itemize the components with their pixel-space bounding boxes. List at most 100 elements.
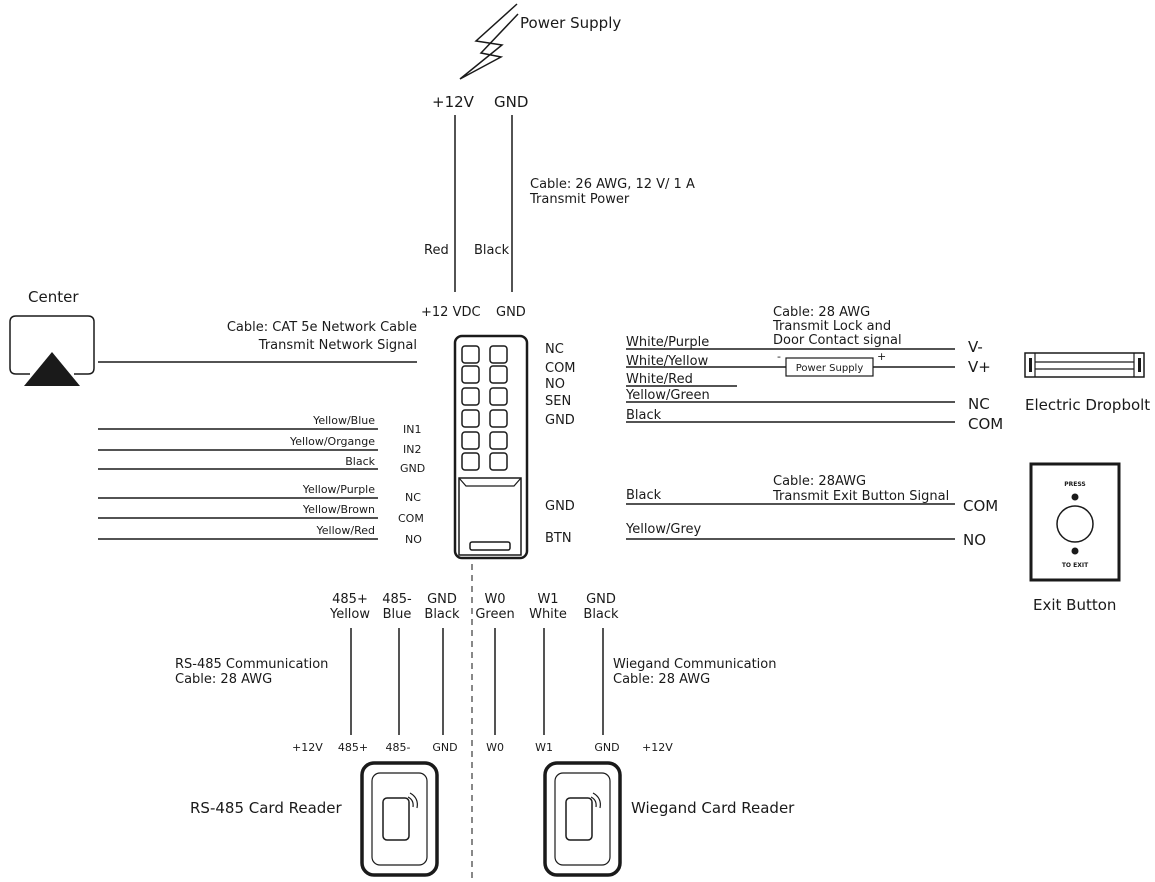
rs485-pin-gnd: GND bbox=[432, 741, 457, 754]
exit-com: COM bbox=[963, 497, 998, 515]
rs485-wire-3-top: GND bbox=[427, 592, 457, 607]
power-gnd-label: GND bbox=[494, 93, 528, 111]
lock-terminal-com: COM bbox=[545, 361, 576, 376]
vdc-label: +12 VDC bbox=[421, 305, 481, 320]
lock-power-plus: + bbox=[877, 350, 886, 363]
electric-dropbolt-icon bbox=[1024, 352, 1145, 378]
input-wire-5: Yellow/Brown bbox=[302, 503, 375, 516]
exit-wire-1: Black bbox=[626, 488, 662, 503]
exit-wire-2: Yellow/Grey bbox=[625, 522, 702, 537]
monitor-stand-icon bbox=[24, 352, 80, 386]
dropbolt-label: Electric Dropbolt bbox=[1025, 396, 1150, 414]
controller-slot bbox=[469, 541, 511, 551]
rs485-wire-2-color: Blue bbox=[383, 607, 412, 622]
wiegand-cable-label: Cable: 28 AWG bbox=[613, 672, 710, 687]
exit-press-text: PRESS bbox=[1064, 481, 1086, 488]
exit-button-label: Exit Button bbox=[1033, 596, 1116, 614]
lock-cable-purpose-2: Door Contact signal bbox=[773, 333, 902, 348]
wiegand-reader-icon bbox=[543, 761, 622, 877]
exit-to-exit-text: TO EXIT bbox=[1062, 562, 1089, 569]
input-terminal-3: GND bbox=[400, 462, 425, 475]
controller-card-bevel bbox=[458, 477, 522, 487]
input-wire-3: Black bbox=[345, 455, 375, 468]
wiegand-pin-gnd: GND bbox=[594, 741, 619, 754]
lock-wire-5: Black bbox=[626, 408, 662, 423]
lock-wire-3: White/Red bbox=[626, 372, 693, 387]
input-terminal-4: NC bbox=[405, 491, 421, 504]
lock-terminal-gnd: GND bbox=[545, 413, 575, 428]
center-cable-spec: Cable: CAT 5e Network Cable bbox=[227, 320, 417, 335]
input-terminal-1: IN1 bbox=[403, 423, 421, 436]
power-pos-label: +12V bbox=[432, 93, 475, 111]
input-terminal-6: NO bbox=[405, 533, 422, 546]
wiegand-comm-label: Wiegand Communication bbox=[613, 657, 776, 672]
rs485-wire-1-color: Yellow bbox=[329, 607, 370, 622]
lock-wire-2: White/Yellow bbox=[626, 354, 709, 369]
input-wire-4: Yellow/Purple bbox=[302, 483, 376, 496]
button-terminal-gnd: GND bbox=[545, 499, 575, 514]
lock-terminal-nc: NC bbox=[545, 342, 564, 357]
wiegand-pin-w1: W1 bbox=[535, 741, 553, 754]
lock-wire-1: White/Purple bbox=[626, 335, 709, 350]
wiegand-wire-1-color: Green bbox=[475, 607, 514, 622]
exit-button-icon: PRESS TO EXIT bbox=[1029, 462, 1121, 582]
left-io-wires bbox=[98, 428, 378, 540]
lock-v-minus: V- bbox=[968, 338, 983, 356]
exit-cable-purpose: Transmit Exit Button Signal bbox=[772, 489, 949, 504]
wiegand-wire-3-top: GND bbox=[586, 592, 616, 607]
power-red-label: Red bbox=[424, 243, 449, 258]
rs485-pin-485n: 485- bbox=[386, 741, 411, 754]
lock-v-plus: V+ bbox=[968, 358, 991, 376]
input-terminal-2: IN2 bbox=[403, 443, 421, 456]
controller-card-area bbox=[458, 477, 522, 556]
exit-no: NO bbox=[963, 531, 986, 549]
monitor-icon bbox=[9, 315, 95, 375]
wiegand-reader-label: Wiegand Card Reader bbox=[631, 799, 795, 817]
input-wire-1: Yellow/Blue bbox=[312, 414, 375, 427]
rs485-comm-label: RS-485 Communication bbox=[175, 657, 328, 672]
power-black-label: Black bbox=[474, 243, 510, 258]
lock-power-supply-box bbox=[785, 357, 874, 377]
rs485-reader-label: RS-485 Card Reader bbox=[190, 799, 343, 817]
lock-cable-spec: Cable: 28 AWG bbox=[773, 305, 870, 320]
rs485-wire-3-color: Black bbox=[424, 607, 460, 622]
lock-wire-4: Yellow/Green bbox=[625, 388, 710, 403]
lock-power-supply-label: Power Supply bbox=[796, 363, 864, 374]
access-controller bbox=[453, 334, 529, 560]
wiegand-wires bbox=[494, 628, 604, 735]
rs485-wires bbox=[350, 628, 444, 735]
power-cable-spec: Cable: 26 AWG, 12 V/ 1 A bbox=[530, 177, 695, 192]
button-terminal-btn: BTN bbox=[545, 531, 572, 546]
rs485-wire-1-top: 485+ bbox=[332, 592, 368, 607]
controller-keypad bbox=[461, 345, 508, 471]
wiegand-pin-w0: W0 bbox=[486, 741, 504, 754]
power-cable-purpose: Transmit Power bbox=[529, 192, 630, 207]
vdc-gnd-label: GND bbox=[496, 305, 526, 320]
rs485-wire-2-top: 485- bbox=[382, 592, 412, 607]
lock-wires bbox=[626, 348, 955, 423]
wiegand-wire-1-top: W0 bbox=[484, 592, 505, 607]
center-cable-purpose: Transmit Network Signal bbox=[258, 338, 417, 353]
lock-cable-purpose-1: Transmit Lock and bbox=[772, 319, 891, 334]
input-terminal-5: COM bbox=[398, 512, 424, 525]
rs485-pin-485p: 485+ bbox=[338, 741, 368, 754]
input-wire-6: Yellow/Red bbox=[316, 524, 375, 537]
input-wire-2: Yellow/Organge bbox=[289, 435, 375, 448]
exit-cable-spec: Cable: 28AWG bbox=[773, 474, 866, 489]
rs485-cable-label: Cable: 28 AWG bbox=[175, 672, 272, 687]
rs485-12v: +12V bbox=[292, 741, 323, 754]
wiegand-12v: +12V bbox=[642, 741, 673, 754]
lock-terminal-sen: SEN bbox=[545, 394, 571, 409]
lock-nc: NC bbox=[968, 395, 990, 413]
rs485-reader-icon bbox=[360, 761, 439, 877]
wiegand-wire-2-top: W1 bbox=[537, 592, 558, 607]
lock-com: COM bbox=[968, 415, 1003, 433]
lock-terminal-no: NO bbox=[545, 377, 565, 392]
wiegand-wire-2-color: White bbox=[529, 607, 567, 622]
center-label: Center bbox=[28, 288, 79, 306]
wiegand-wire-3-color: Black bbox=[583, 607, 619, 622]
power-supply-icon bbox=[459, 3, 519, 80]
lock-power-minus: - bbox=[777, 350, 781, 363]
